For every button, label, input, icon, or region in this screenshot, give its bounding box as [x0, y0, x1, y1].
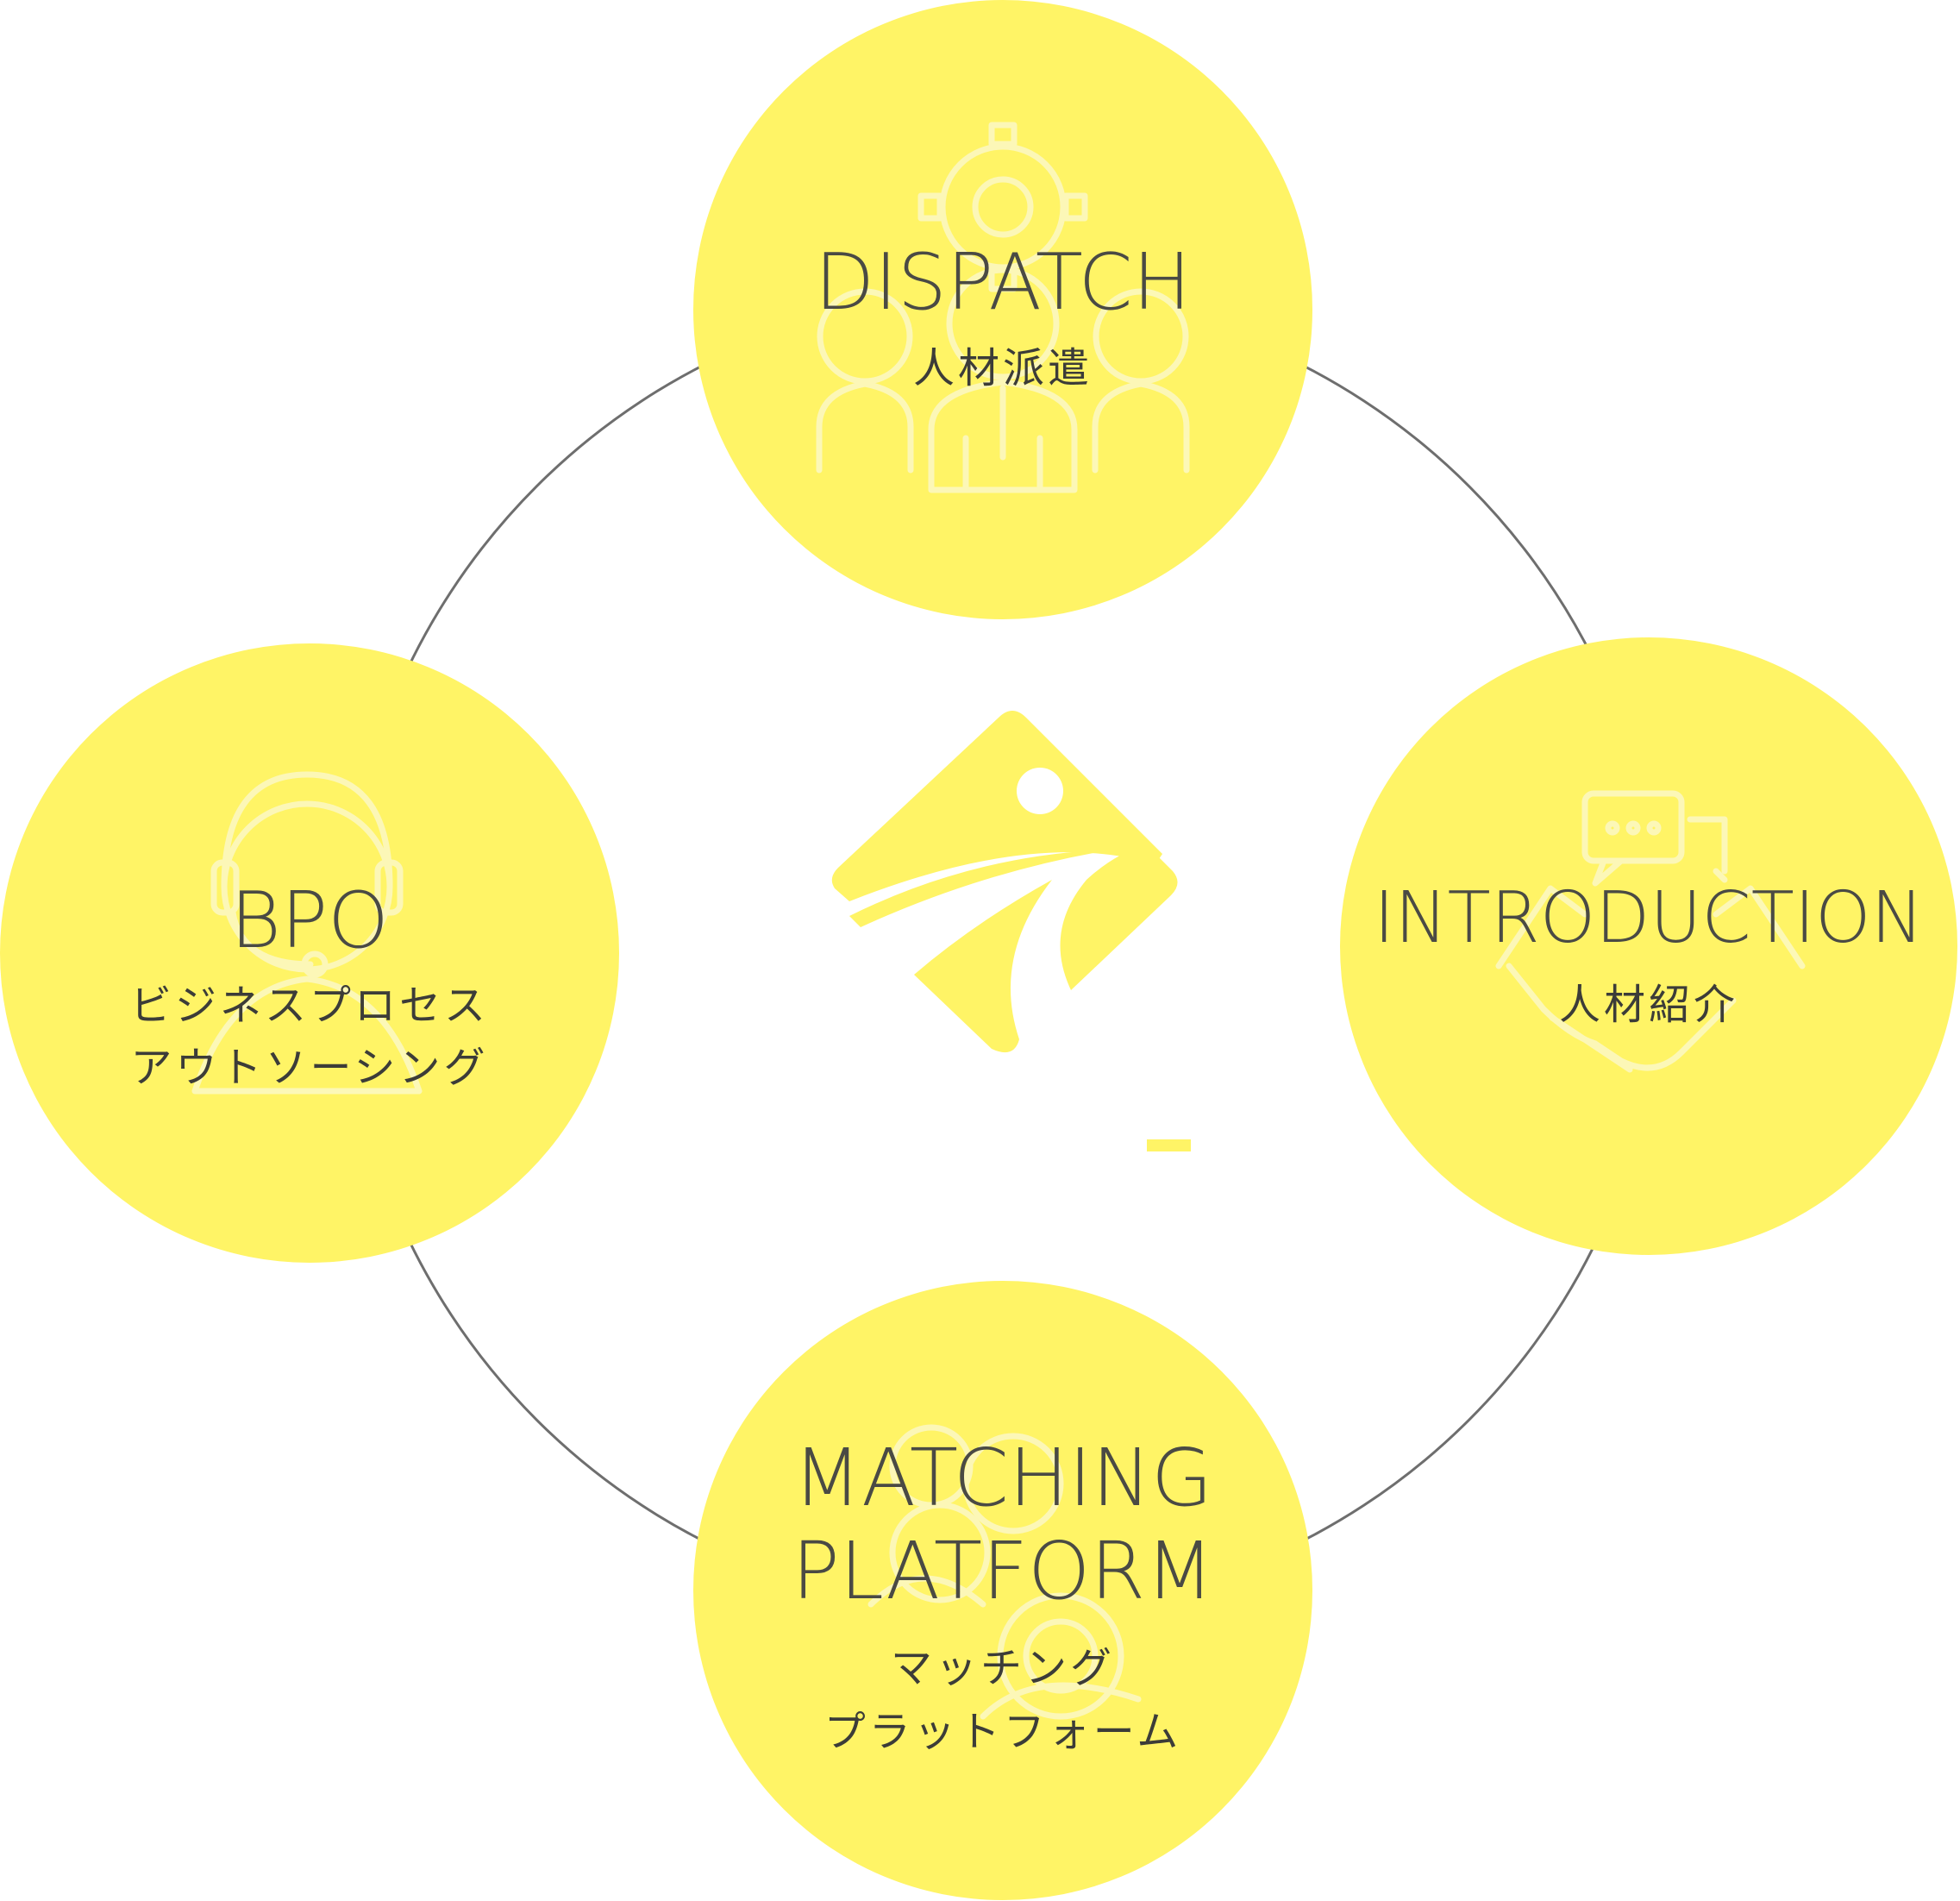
node-dispatch-circle	[693, 0, 1312, 619]
handshake-chat-icon	[1495, 790, 1806, 1073]
node-matching-title-line: PLATFORM	[792, 1525, 1213, 1617]
linked-people-icon	[867, 1424, 1142, 1720]
node-matching-subtitle-line: マッチング	[891, 1644, 1115, 1692]
node-dispatch: DISPATCH 人材派遣	[693, 0, 1312, 619]
node-bpo: BPO ビジネスプロセス アウトソーシング	[0, 643, 619, 1263]
logo-dash	[1147, 1139, 1191, 1151]
node-matching-subtitle-line: プラットフォーム	[824, 1708, 1182, 1756]
logo-dot	[1017, 768, 1063, 814]
company-logo-icon	[831, 711, 1191, 1151]
team-gear-icon	[816, 122, 1190, 493]
logo-lower-left-shape	[914, 880, 1052, 1053]
node-bpo-subtitle-line: ビジネスプロセス	[130, 982, 489, 1030]
node-matching-title-line: MATCHING	[793, 1432, 1213, 1524]
logo-lower-right-shape	[1060, 845, 1178, 990]
node-bpo-title-line: BPO	[230, 875, 389, 966]
logo-swoosh	[849, 850, 1112, 927]
node-introduction: INTRODUCTION 人材紹介	[1340, 637, 1957, 1255]
node-introduction-title-line: INTRODUCTION	[1374, 877, 1924, 959]
node-introduction-subtitle-line: 人材紹介	[1559, 981, 1738, 1029]
node-introduction-circle	[1340, 637, 1957, 1255]
node-dispatch-subtitle-line: 人材派遣	[913, 344, 1093, 392]
node-matching: MATCHING PLATFORM マッチング プラットフォーム	[693, 1281, 1312, 1900]
headset-operator-icon	[191, 771, 423, 1095]
node-matching-circle	[693, 1281, 1312, 1900]
node-bpo-subtitle-line: アウトソーシング	[130, 1044, 488, 1092]
logo-upper-shape	[831, 711, 1162, 901]
node-dispatch-title-line: DISPATCH	[815, 237, 1191, 328]
